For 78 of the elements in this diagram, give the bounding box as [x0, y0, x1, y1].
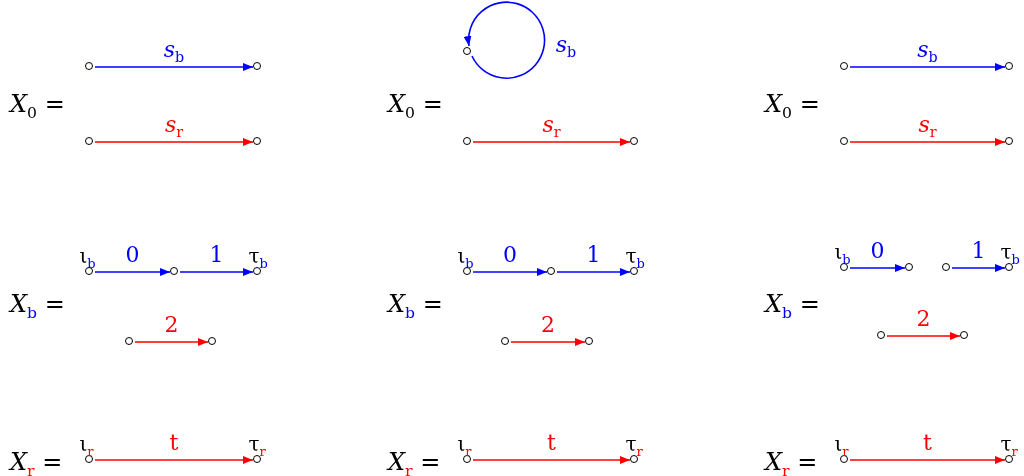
vertex-circle — [840, 137, 849, 146]
vertex-circle — [877, 331, 886, 340]
edge-label: s$_{b}$ — [163, 39, 185, 65]
vertex-circle — [630, 137, 639, 146]
vertex-label: ι$_{r}$ — [457, 434, 472, 459]
edge-label: 1 — [586, 244, 601, 266]
vertex-label: τ$_{r}$ — [248, 434, 266, 459]
vertex-circle — [463, 137, 472, 146]
vertex-label: τ$_{b}$ — [625, 246, 645, 271]
equation-label: X$_{r}$ = — [765, 450, 818, 476]
vertex-label: τ$_{r}$ — [1000, 434, 1018, 459]
equation-label: X$_{b}$ = — [765, 292, 820, 322]
vertex-circle — [208, 337, 217, 346]
equation-label: X$_{b}$ = — [10, 292, 65, 322]
vertex-circle — [905, 263, 914, 272]
vertex-circle — [585, 337, 594, 346]
vertex-label: ι$_{r}$ — [834, 434, 849, 459]
equation-label: X$_{r}$ = — [388, 450, 441, 476]
vertex-circle — [942, 263, 951, 272]
edge-label: s$_{b}$ — [555, 34, 577, 60]
vertex-circle — [125, 337, 134, 346]
vertex-label: τ$_{b}$ — [1000, 242, 1020, 267]
edge-label: s$_{r}$ — [918, 114, 937, 140]
vertex-label: ι$_{r}$ — [79, 434, 94, 459]
arrow — [472, 456, 631, 464]
edge-label: 2 — [164, 314, 179, 336]
arrow — [556, 268, 631, 276]
arrow — [94, 138, 254, 146]
vertex-circle — [501, 337, 510, 346]
arrow — [94, 456, 254, 464]
edge-label: t — [169, 432, 179, 454]
equation-label: X$_{b}$ = — [388, 292, 443, 322]
arrow — [472, 138, 631, 146]
arrow — [179, 268, 254, 276]
vertex-label: τ$_{r}$ — [625, 434, 643, 459]
edge-label: t — [547, 432, 556, 454]
edge-label: 2 — [916, 308, 931, 330]
equation-label: X$_{0}$ = — [388, 92, 443, 122]
arrow — [849, 264, 906, 272]
vertex-circle — [1005, 62, 1014, 71]
edge-label: t — [923, 432, 932, 454]
vertex-circle — [170, 267, 179, 276]
edge-label: s$_{b}$ — [917, 39, 938, 65]
equation-label: X$_{0}$ = — [765, 92, 820, 122]
equation-label: X$_{r}$ = — [10, 450, 63, 476]
vertex-circle — [960, 331, 969, 340]
vertex-label: ι$_{b}$ — [457, 246, 474, 271]
edge-label: s$_{r}$ — [164, 114, 184, 140]
arrow — [849, 456, 1006, 464]
vertex-circle — [463, 47, 472, 56]
vertex-label: ι$_{b}$ — [834, 242, 851, 267]
edge-label: 2 — [541, 314, 555, 336]
edge-label: 0 — [125, 244, 140, 266]
vertex-label: ι$_{b}$ — [79, 246, 96, 271]
vertex-circle — [253, 137, 262, 146]
vertex-label: τ$_{b}$ — [248, 246, 268, 271]
arrow — [886, 332, 961, 340]
vertex-circle — [253, 62, 262, 71]
arrow — [94, 268, 171, 276]
arrow — [849, 63, 1006, 71]
equation-label: X$_{0}$ = — [10, 92, 65, 122]
edge-label: s$_{r}$ — [542, 114, 561, 140]
edge-label: 0 — [503, 244, 517, 266]
arrow — [849, 138, 1006, 146]
arrow — [951, 264, 1006, 272]
arrow — [510, 338, 586, 346]
vertex-circle — [840, 62, 849, 71]
arrow — [134, 338, 209, 346]
arrow — [464, 1, 546, 79]
vertex-circle — [547, 267, 556, 276]
vertex-circle — [85, 137, 94, 146]
arrow — [472, 268, 548, 276]
vertex-circle — [85, 62, 94, 71]
edge-label: 1 — [971, 240, 986, 262]
vertex-circle — [1005, 137, 1014, 146]
edge-label: 0 — [870, 240, 885, 262]
edge-label: 1 — [209, 244, 224, 266]
arrow — [94, 63, 254, 71]
